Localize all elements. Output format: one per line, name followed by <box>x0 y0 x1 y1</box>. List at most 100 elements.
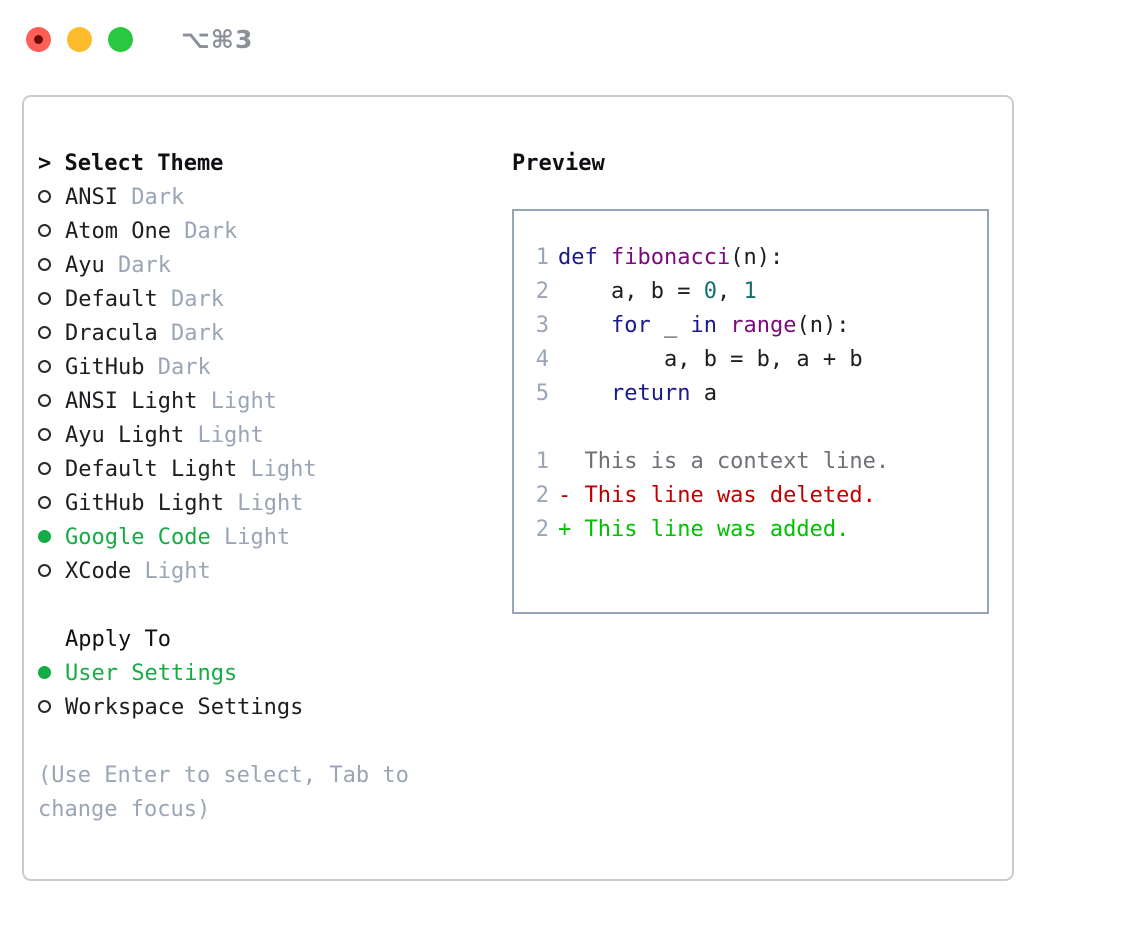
select-theme-heading: > Select Theme <box>38 151 224 176</box>
code-token-pl: a <box>690 381 717 406</box>
code-token-kw: return <box>610 381 691 406</box>
diff-line: 1 This is a context line. <box>524 445 987 479</box>
theme-variant-tag: Dark <box>184 219 238 244</box>
code-token-pl: , <box>716 279 744 304</box>
close-button-icon[interactable] <box>26 26 51 52</box>
theme-variant-tag: Dark <box>131 185 185 210</box>
code-token-pl: (n): <box>730 245 784 270</box>
theme-option-ansi[interactable]: ANSI Dark <box>38 181 494 215</box>
code-token-num: 0 <box>703 279 717 304</box>
radio-unselected-icon <box>38 249 65 283</box>
radio-unselected-icon <box>38 555 65 589</box>
theme-variant-tag: Light <box>250 457 317 482</box>
line-number: 4 <box>535 347 549 372</box>
theme-option-default[interactable]: Default Dark <box>38 283 494 317</box>
theme-option-github-light[interactable]: GitHub Light Light <box>38 487 494 521</box>
theme-option-label: GitHub <box>65 355 145 380</box>
theme-option-label: ANSI Light <box>65 389 198 414</box>
theme-variant-tag: Dark <box>170 287 224 312</box>
theme-variant-tag: Light <box>223 525 291 550</box>
theme-option-default-light[interactable]: Default Light Light <box>38 453 494 487</box>
theme-option-xcode[interactable]: XCode Light <box>38 555 494 589</box>
theme-option-label: Default Light <box>65 457 238 482</box>
diff-sample: 1 This is a context line. 2 - This line wa… <box>524 445 987 547</box>
radio-unselected-icon <box>38 283 65 317</box>
diff-line: 2+ This line was added. <box>524 513 987 547</box>
code-token-num: 1 <box>743 279 757 304</box>
theme-option-ayu[interactable]: Ayu Dark <box>38 249 494 283</box>
theme-variant-tag: Light <box>237 491 304 516</box>
code-line: 5 return a <box>524 377 987 411</box>
radio-unselected-icon <box>38 453 65 487</box>
radio-unselected-icon <box>38 691 65 725</box>
line-number: 2 <box>535 279 549 304</box>
code-line-text: a, b = 0, 1 <box>558 275 757 309</box>
code-token-pl: a, b = b, a + b <box>558 347 863 372</box>
code-line: 2 a, b = 0, 1 <box>524 275 987 309</box>
theme-option-ayu-light[interactable]: Ayu Light Light <box>38 419 494 453</box>
code-token-pl: a, b = <box>558 279 704 304</box>
theme-option-label: Default <box>65 287 158 312</box>
theme-option-label: Google Code <box>65 525 211 550</box>
radio-unselected-icon <box>38 215 65 249</box>
diff-line-text-del: - This line was deleted. <box>558 483 876 508</box>
code-token-pl <box>558 381 611 406</box>
theme-variant-tag: Dark <box>118 253 171 278</box>
code-line: 1 def fibonacci(n): <box>524 241 987 275</box>
theme-variant-tag: Light <box>144 559 211 584</box>
theme-option-ansi-light[interactable]: ANSI Light Light <box>38 385 494 419</box>
code-token-kw: in <box>690 313 717 338</box>
keyboard-hint-text: (Use Enter to select, Tab to change focu… <box>38 763 409 822</box>
code-line-text: a, b = b, a + b <box>558 343 863 377</box>
preview-heading: Preview <box>512 151 605 176</box>
theme-variant-tag: Dark <box>170 321 224 346</box>
theme-option-label: ANSI <box>65 185 118 210</box>
theme-option-atom-one[interactable]: Atom One Dark <box>38 215 494 249</box>
zoom-button-icon[interactable] <box>108 26 133 52</box>
line-number: 1 <box>535 245 549 270</box>
code-line-text: return a <box>558 377 717 411</box>
line-number: 1 <box>535 449 549 474</box>
theme-option-github[interactable]: GitHub Dark <box>38 351 494 385</box>
code-line-text: def fibonacci(n): <box>558 241 783 275</box>
radio-unselected-icon <box>38 317 65 351</box>
line-number: 3 <box>535 313 549 338</box>
code-line-text: for _ in range(n): <box>558 309 849 343</box>
window-titlebar: ⌥⌘3 <box>0 0 1140 78</box>
line-number: 2 <box>535 517 549 542</box>
theme-option-google-code[interactable]: Google Code Light <box>38 521 494 555</box>
theme-option-label: XCode <box>65 559 132 584</box>
apply-to-option-user-settings[interactable]: User Settings <box>38 657 494 691</box>
radio-unselected-icon <box>38 419 65 453</box>
radio-selected-icon <box>38 521 65 555</box>
apply-to-option-workspace-settings[interactable]: Workspace Settings <box>38 691 494 725</box>
code-token-pl <box>717 313 730 338</box>
code-token-pl: _ <box>650 313 691 338</box>
code-token-pl <box>558 313 611 338</box>
code-line: 4 a, b = b, a + b <box>524 343 987 377</box>
code-line: 3 for _ in range(n): <box>524 309 987 343</box>
theme-option-label: Ayu <box>65 253 105 278</box>
code-token-kw: def <box>558 245 611 270</box>
minimize-button-icon[interactable] <box>67 26 92 52</box>
radio-unselected-icon <box>38 351 65 385</box>
theme-option-label: Dracula <box>65 321 158 346</box>
code-token-fn: range <box>730 313 797 338</box>
code-token-fn: fibonacci <box>610 245 731 270</box>
theme-option-label: Ayu Light <box>65 423 185 448</box>
code-token-pl: (n): <box>796 313 850 338</box>
diff-line-text-ctx: This is a context line. <box>558 449 890 474</box>
line-number: 5 <box>535 381 549 406</box>
code-token-kw: for <box>610 313 651 338</box>
apply-to-heading: Apply To <box>65 627 171 652</box>
theme-option-label: GitHub Light <box>65 491 224 516</box>
theme-option-dracula[interactable]: Dracula Dark <box>38 317 494 351</box>
radio-selected-icon <box>38 657 65 691</box>
